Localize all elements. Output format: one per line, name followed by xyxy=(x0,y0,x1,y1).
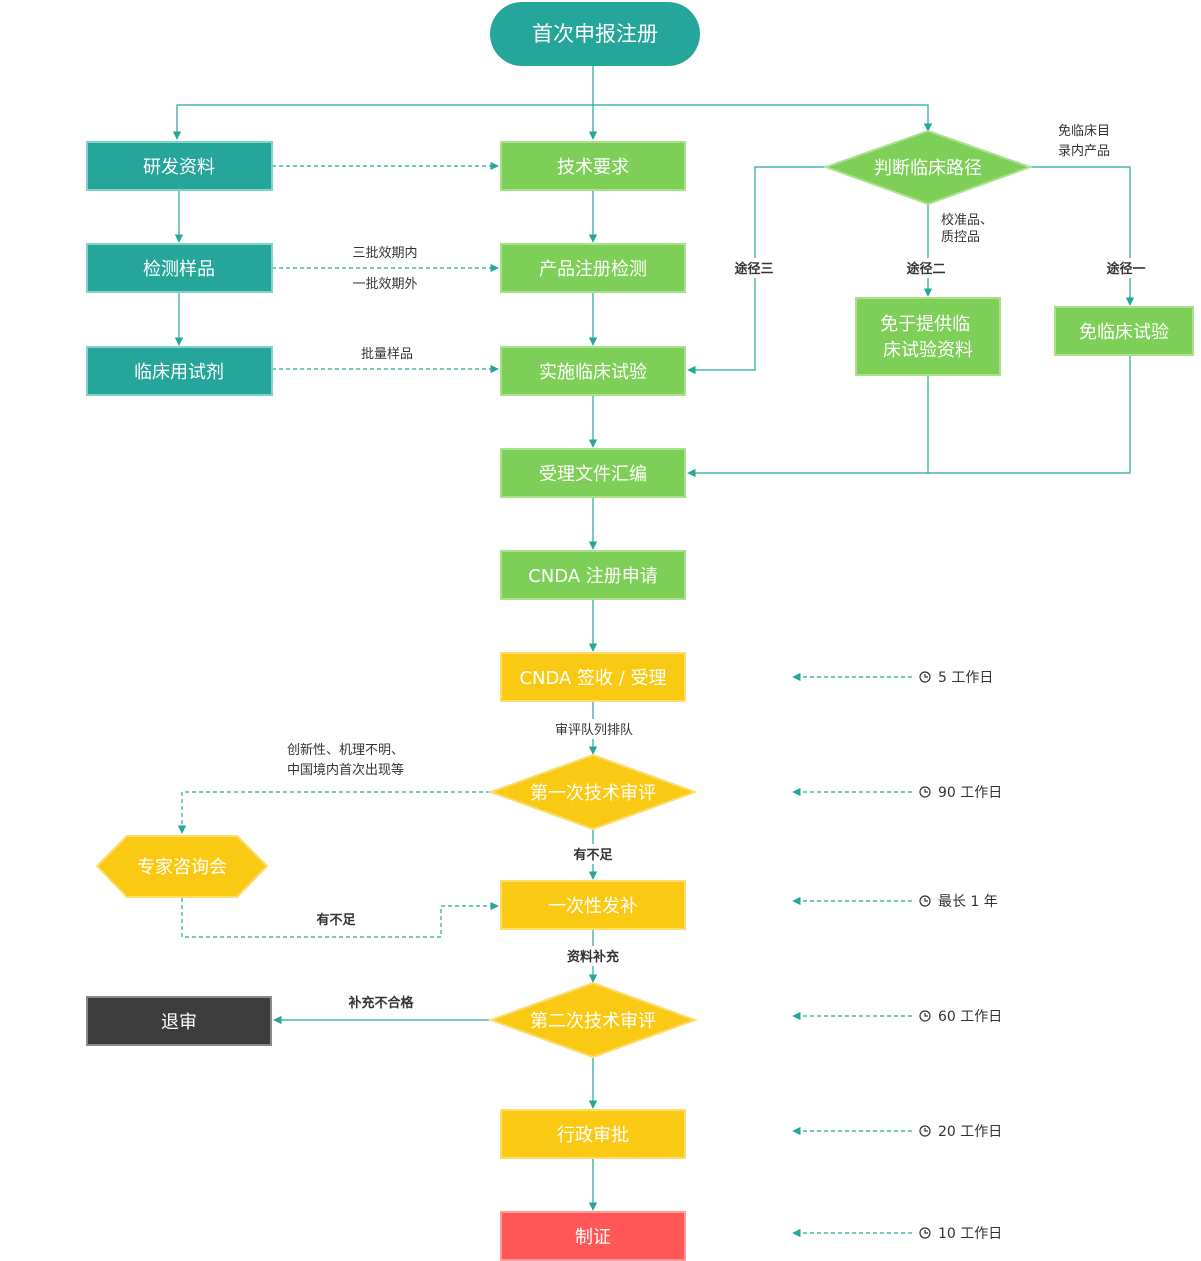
exempt-clinical-data-label: 免于提供临 床试验资料 xyxy=(880,314,976,361)
admin-approval-node xyxy=(500,1109,686,1159)
rd-data-label: 研发资料 xyxy=(143,157,215,178)
tech-requirements-label: 技术要求 xyxy=(557,157,629,178)
label-data-supplement: 资料补充 xyxy=(567,949,619,965)
connector-start-left xyxy=(172,104,593,140)
expert-meeting-label: 专家咨询会 xyxy=(137,857,227,878)
connector-expert-to-supplement xyxy=(181,898,499,938)
connector-exempt-trial-to-compile xyxy=(687,356,1131,478)
test-samples-node xyxy=(86,243,273,293)
clock-icon xyxy=(919,1010,931,1022)
first-review-diamond xyxy=(488,753,698,831)
clinical-reagent-node xyxy=(86,346,273,396)
label-exempt-catalog: 免临床目 录内产品 xyxy=(1058,124,1114,159)
rd-data-node xyxy=(86,141,273,191)
compile-node xyxy=(500,448,686,498)
exempt-clinical-trial-label: 免临床试验 xyxy=(1079,322,1169,343)
first-review-label: 第一次技术审评 xyxy=(530,783,656,804)
clock-icon xyxy=(919,671,931,683)
judge-path-diamond xyxy=(823,129,1033,206)
label-path-two-bg xyxy=(900,258,952,278)
label-insufficient-1: 有不足 xyxy=(573,847,613,863)
clock-icon xyxy=(919,895,931,907)
time-first-review: 90 工作日 xyxy=(938,785,1002,801)
test-samples-label: 检测样品 xyxy=(143,259,215,280)
label-insufficient-2: 有不足 xyxy=(316,912,356,928)
connector-path-one xyxy=(1030,166,1135,306)
connectors xyxy=(172,66,1135,1238)
label-innovation-line-2: 中国境内首次出现等 xyxy=(287,762,404,778)
cnda-receipt-label: CNDA 签收 / 受理 xyxy=(519,668,666,689)
start-node-label: 首次申报注册 xyxy=(532,22,658,46)
label-path-three-bg xyxy=(728,258,780,278)
label-path-one: 途径一 xyxy=(1106,261,1145,277)
exempt-clinical-data-line-1: 免于提供临 xyxy=(880,314,970,335)
label-data-supplement-bg xyxy=(560,946,626,966)
second-review-label: 第二次技术审评 xyxy=(530,1011,656,1032)
certification-node xyxy=(500,1211,686,1261)
judge-path-label: 判断临床路径 xyxy=(874,158,982,179)
label-path-one-bg xyxy=(1100,258,1152,278)
label-supplement-failed: 补充不合格 xyxy=(347,995,414,1011)
label-calibrator-line-2: 质控品 xyxy=(941,230,980,245)
time-certification: 10 工作日 xyxy=(938,1226,1002,1242)
expert-meeting-hexagon xyxy=(95,835,269,898)
time-supplement: 最长 1 年 xyxy=(938,894,998,910)
clock-icon xyxy=(919,1227,931,1239)
clock-icon xyxy=(919,1125,931,1137)
supplement-node xyxy=(500,880,686,930)
time-receipt: 5 工作日 xyxy=(938,670,993,686)
cnda-application-label: CNDA 注册申请 xyxy=(528,566,658,587)
start-node xyxy=(490,2,700,66)
exempt-clinical-trial-node xyxy=(1054,306,1194,356)
label-innovation: 创新性、机理不明、 中国境内首次出现等 xyxy=(287,742,408,778)
supplement-label: 一次性发补 xyxy=(548,896,638,917)
clock-icon xyxy=(919,786,931,798)
label-review-queue-bg xyxy=(549,719,639,739)
exempt-clinical-data-node xyxy=(855,297,1001,376)
compile-label: 受理文件汇编 xyxy=(539,464,647,485)
label-path-three: 途径三 xyxy=(734,261,773,277)
label-three-batches: 三批效期内 xyxy=(352,245,417,261)
label-exempt-catalog-line-2: 录内产品 xyxy=(1058,143,1110,159)
certification-label: 制证 xyxy=(575,1227,611,1248)
withdrawal-label: 退审 xyxy=(161,1012,197,1033)
connector-review1-to-expert xyxy=(177,791,490,834)
exempt-clinical-data-line-2: 床试验资料 xyxy=(883,340,973,361)
label-innovation-line-1: 创新性、机理不明、 xyxy=(287,742,404,758)
product-test-node xyxy=(500,243,686,293)
clinical-trial-label: 实施临床试验 xyxy=(539,362,647,383)
label-review-queue: 审评队列排队 xyxy=(555,723,633,738)
second-review-diamond xyxy=(488,981,698,1059)
label-calibrator: 校准品、 质控品 xyxy=(941,212,997,245)
timeline: 5 工作日 90 工作日 最长 1 年 60 工作日 20 工作日 10 工作日 xyxy=(919,670,1002,1242)
connector-start-right xyxy=(593,104,933,132)
tech-requirements-node xyxy=(500,141,686,191)
clinical-reagent-label: 临床用试剂 xyxy=(134,362,224,383)
label-path-two: 途径二 xyxy=(906,261,945,277)
time-second-review: 60 工作日 xyxy=(938,1009,1002,1025)
label-batch-samples: 批量样品 xyxy=(361,347,413,362)
label-insufficient-1-bg xyxy=(566,844,620,864)
cnda-receipt-node xyxy=(500,652,686,702)
label-one-batch: 一批效期外 xyxy=(352,277,417,292)
time-admin: 20 工作日 xyxy=(938,1124,1002,1140)
label-exempt-catalog-line-1: 免临床目 xyxy=(1058,124,1110,139)
clinical-trial-node xyxy=(500,346,686,396)
product-test-label: 产品注册检测 xyxy=(539,259,647,280)
label-calibrator-line-1: 校准品、 xyxy=(941,212,993,228)
admin-approval-label: 行政审批 xyxy=(557,1125,629,1146)
withdrawal-node xyxy=(86,996,272,1046)
cnda-application-node xyxy=(500,550,686,600)
